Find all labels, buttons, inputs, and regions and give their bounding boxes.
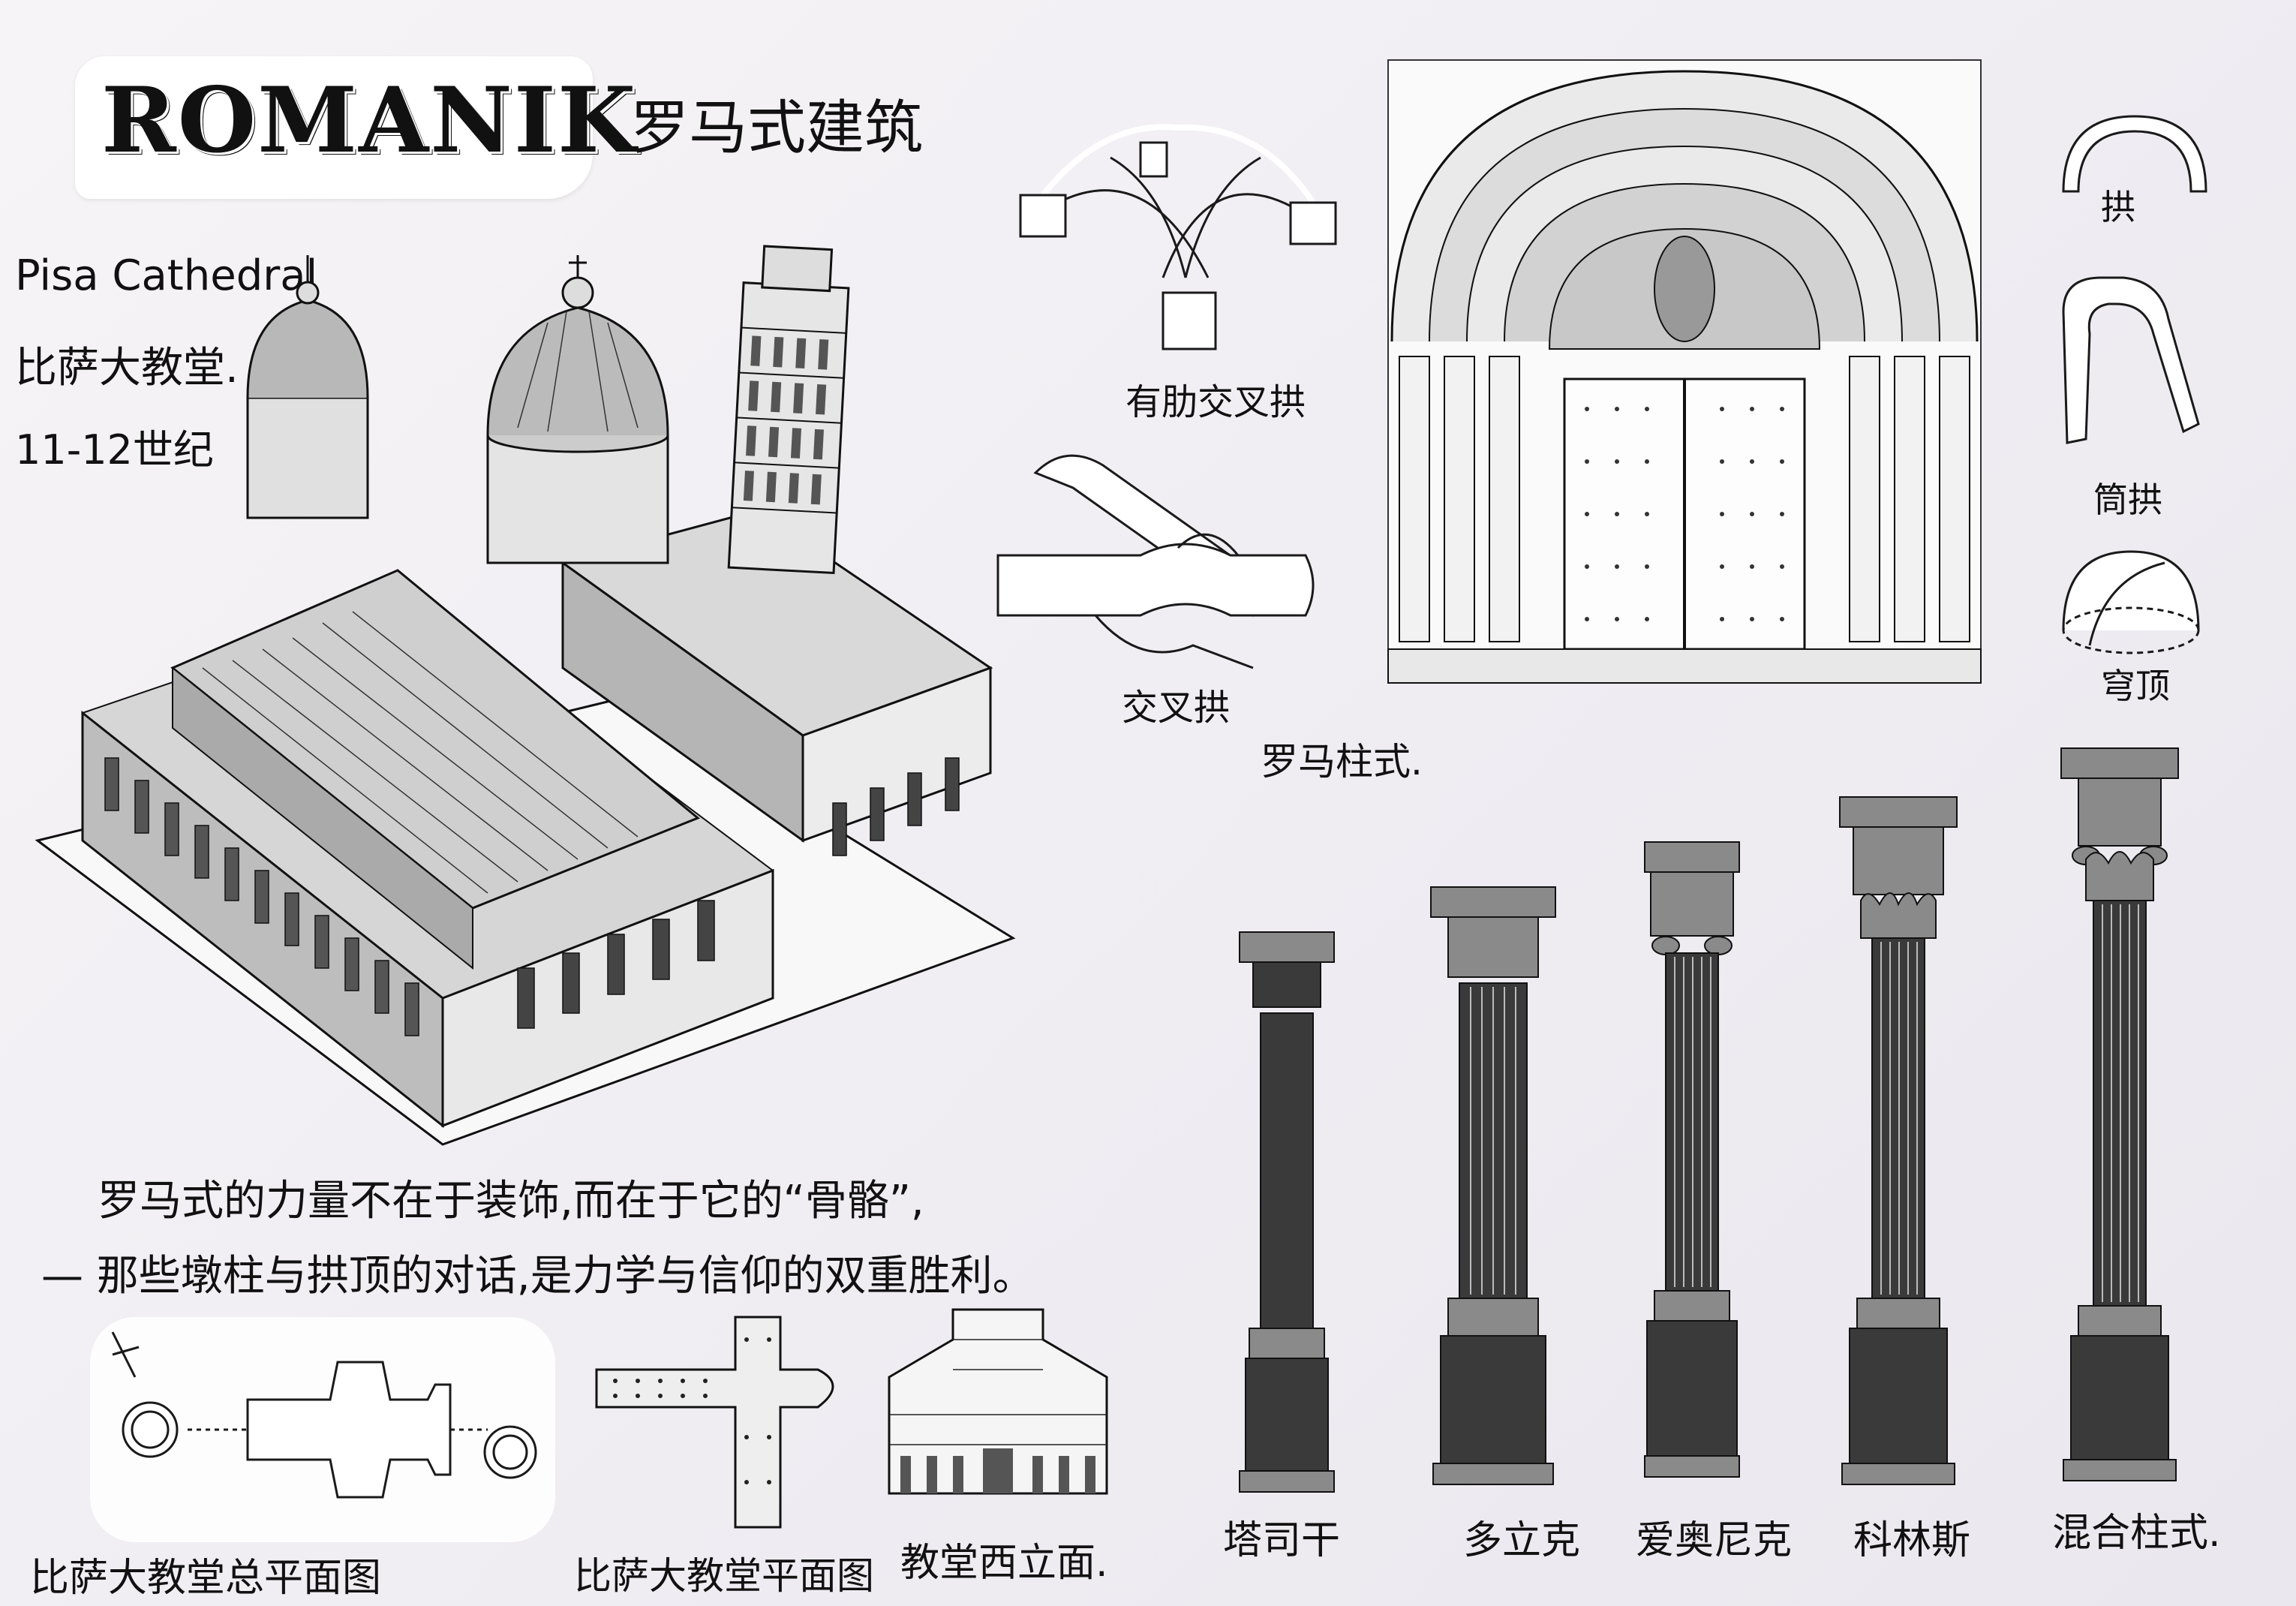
column-doric [1430,886,1556,1485]
arch-label: 拱 [2101,187,2135,227]
page-subtitle: 罗马式建筑 [630,95,924,162]
dome-drawing [2062,550,2200,654]
quote-line-1: 罗马式的力量不在于装饰,而在于它的“骨骼”, [98,1177,924,1226]
west-elevation-label: 教堂西立面. [900,1541,1108,1586]
floor-plan-drawing [595,1316,834,1529]
building-name-en: Pisa Cathedral [15,251,318,300]
order-label-tuscan: 塔司干 [1223,1518,1341,1563]
barrel-vault-label: 筒拱 [2093,480,2162,520]
building-name-cn: 比萨大教堂. [15,344,239,392]
groin-vault-drawing [996,454,1315,669]
dome-label: 穹顶 [2101,666,2170,706]
order-label-corinthian: 科林斯 [1853,1518,1971,1563]
order-label-ionic: 爱奥尼克 [1636,1518,1793,1563]
title-label [75,56,593,199]
arch-drawing [2062,115,2207,193]
site-plan-label: 比萨大教堂总平面图 [30,1556,382,1601]
building-period: 11-12世纪 [15,426,214,474]
column-tuscan [1239,931,1335,1493]
ribbed-vault-label: 有肋交叉拱 [1125,381,1306,423]
pisa-cathedral-drawing [35,245,1016,1146]
ribbed-vault-drawing [1019,124,1337,350]
barrel-vault-drawing [2062,276,2200,444]
west-elevation-drawing [888,1308,1108,1495]
site-plan-drawing [111,1331,537,1499]
groin-vault-label: 交叉拱 [1122,687,1231,729]
quote-line-2: — 那些墩柱与拱顶的对话,是力学与信仰的双重胜利。 [41,1252,1035,1301]
column-corinthian [1839,796,1958,1485]
column-ionic [1644,841,1740,1478]
floor-plan-label: 比萨大教堂平面图 [574,1554,874,1598]
column-composite [2060,747,2179,1481]
order-label-composite: 混合柱式. [2052,1511,2221,1556]
portal-caption: 罗马柱式. [1261,740,1423,783]
order-label-doric: 多立克 [1463,1518,1581,1563]
page-title: ROMANIK [101,68,638,173]
romanesque-portal-drawing [1387,59,1982,684]
